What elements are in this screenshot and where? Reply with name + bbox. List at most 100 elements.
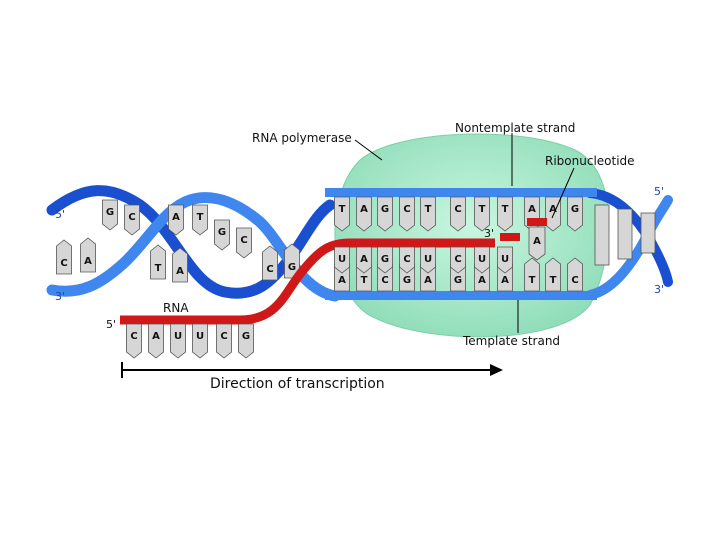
left-helix-bottom-base-letter: T [155, 263, 162, 274]
rna-tail-base: C [126, 323, 142, 359]
bottom-left-3-prime: 3' [55, 290, 65, 303]
nontemplate-base-letter: C [454, 204, 461, 215]
left-helix-bottom-base: A [172, 247, 188, 283]
ribonucleotide-label: Ribonucleotide [545, 154, 635, 168]
ribonucleotide-base: A [528, 226, 546, 261]
left-helix-top-base: C [236, 227, 252, 259]
rna-inside-base-letter: C [454, 254, 461, 265]
rna-inside-base: G [377, 246, 393, 274]
rna-polymerase-label: RNA polymerase [252, 131, 352, 145]
nontemplate-base: G [567, 196, 583, 232]
nontemplate-base: C [399, 196, 415, 232]
rna-inside-base: A [356, 246, 372, 274]
left-helix-top-base-letter: G [218, 227, 226, 238]
ribonucleotide-letter: A [533, 236, 541, 247]
template-base-letter: A [424, 275, 432, 286]
rna-polymerase-leader [354, 139, 383, 161]
rna-inside-base: C [450, 246, 466, 274]
left-helix-top-base: A [168, 204, 184, 236]
left-helix-top-base-letter: C [240, 235, 247, 246]
nontemplate-base-letter: T [502, 204, 509, 215]
rna-inside-base: U [497, 246, 513, 274]
rna-tail-base: A [148, 323, 164, 359]
nontemplate-base: A [545, 196, 561, 232]
rna-tail-base-letter: C [130, 331, 137, 342]
rna-inside-base: U [334, 246, 350, 274]
template-base-letter: T [550, 275, 557, 286]
left-helix-bottom-base: C [56, 239, 72, 275]
left-helix-bottom-base-letter: A [176, 266, 184, 277]
rna-inside-base-letter: C [403, 254, 410, 265]
left-helix-top-base: C [124, 204, 140, 236]
right-helix-base [594, 204, 610, 266]
top-left-5-prime: 5' [55, 208, 65, 221]
template-base-letter: T [529, 275, 536, 286]
nontemplate-base-letter: C [403, 204, 410, 215]
nontemplate-base-letter: G [381, 204, 389, 215]
rna-inside-base: C [399, 246, 415, 274]
rna-tail-base: U [170, 323, 186, 359]
rna-5-prime: 5' [106, 318, 116, 331]
right-helix-base [640, 212, 656, 254]
left-helix-top-base: T [192, 204, 208, 236]
nontemplate-base: C [450, 196, 466, 232]
nontemplate-base: A [356, 196, 372, 232]
left-helix-top-base-letter: T [197, 212, 204, 223]
rna-tail-base-letter: U [174, 331, 182, 342]
left-helix-top-base-letter: G [106, 207, 114, 218]
nontemplate-base: T [474, 196, 490, 232]
nontemplate-base-letter: G [571, 204, 579, 215]
left-helix-bottom-base: A [80, 237, 96, 273]
nontemplate-strand-label: Nontemplate strand [455, 121, 575, 135]
nontemplate-base: T [334, 196, 350, 232]
left-helix-top-base-letter: C [128, 212, 135, 223]
rna-tail-base: G [238, 323, 254, 359]
nontemplate-base: G [377, 196, 393, 232]
top-right-5-prime: 5' [654, 185, 664, 198]
template-base-letter: T [361, 275, 368, 286]
rna-inside-base: U [474, 246, 490, 274]
rna-tail-base-letter: A [152, 331, 160, 342]
right-helix-base [617, 208, 633, 260]
left-helix-top-base: G [102, 199, 118, 231]
template-base-letter: A [478, 275, 486, 286]
ribonucleotide-bar [527, 218, 547, 226]
nontemplate-base: T [420, 196, 436, 232]
nontemplate-base-letter: T [425, 204, 432, 215]
rna-strand [120, 238, 495, 325]
left-helix-bottom-base-letter: C [60, 258, 67, 269]
direction-arrow-head [490, 364, 503, 376]
right-helix-bases [594, 204, 656, 266]
left-helix-top-base: G [214, 219, 230, 251]
nontemplate-strand-backbone [325, 188, 597, 197]
rna-tail-base: U [192, 323, 208, 359]
rna-tail-base-letter: G [242, 331, 250, 342]
bottom-right-3-prime: 3' [654, 283, 664, 296]
nontemplate-base-letter: T [339, 204, 346, 215]
left-helix-bottom-base: C [262, 245, 278, 281]
template-base-letter: G [403, 275, 411, 286]
rna-inside-base-letter: A [360, 254, 368, 265]
helix-backbone-a [46, 185, 336, 299]
nontemplate-base-letter: A [528, 204, 536, 215]
rna-3-prime: 3' [484, 227, 494, 240]
rna-inside-base-letter: G [381, 254, 389, 265]
rna-inside-base: U [420, 246, 436, 274]
ribonucleotide-leader [551, 167, 575, 219]
rna-label: RNA [163, 301, 189, 315]
ribonucleotide-bar-left [500, 233, 520, 241]
rna-tail-base-letter: U [196, 331, 204, 342]
direction-label: Direction of transcription [210, 376, 385, 392]
right-helix [585, 188, 673, 300]
left-helix-bottom-base-letter: G [288, 262, 296, 273]
template-base-letter: C [381, 275, 388, 286]
rna-inside-base-letter: U [424, 254, 432, 265]
rna-tail-base-letter: C [220, 331, 227, 342]
template-base-letter: G [454, 275, 462, 286]
template-base: T [545, 257, 561, 292]
template-base-letter: C [571, 275, 578, 286]
